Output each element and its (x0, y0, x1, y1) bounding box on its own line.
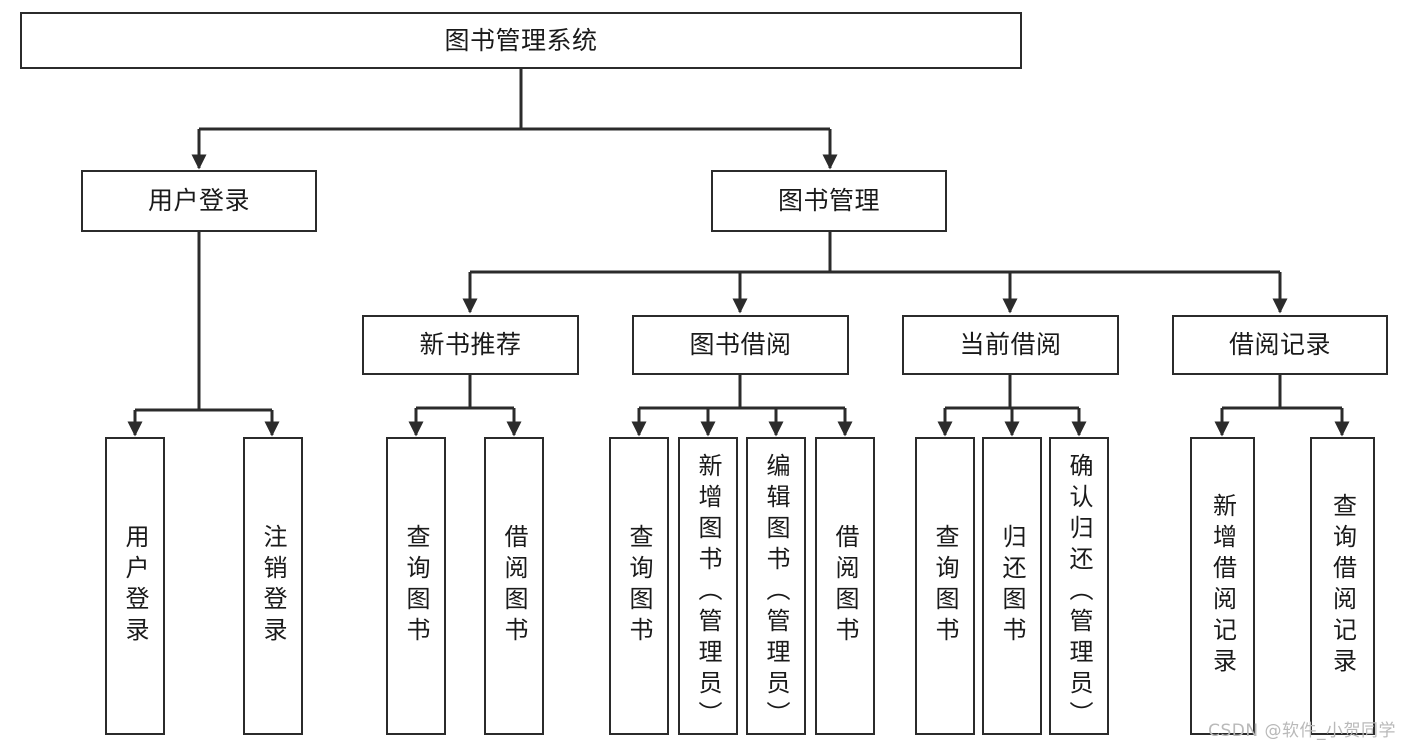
leaf-borrow-book-label: 借阅图书 (831, 524, 859, 648)
node-user-login-label: 用户登录 (147, 186, 250, 216)
leaf-confirm-return-admin-label: 确认归还（管理员） (1065, 453, 1093, 732)
node-root[interactable]: 图书管理系统 (20, 12, 1022, 69)
leaf-query-book-current-label: 查询图书 (931, 524, 959, 648)
leaf-query-book-recommend[interactable]: 查询图书 (386, 437, 446, 735)
leaf-borrow-book[interactable]: 借阅图书 (815, 437, 875, 735)
node-book-borrow-label: 图书借阅 (689, 330, 792, 360)
leaf-borrow-book-recommend[interactable]: 借阅图书 (484, 437, 544, 735)
leaf-edit-book-admin[interactable]: 编辑图书（管理员） (746, 437, 806, 735)
node-book-management-label: 图书管理 (777, 186, 880, 216)
node-book-borrow[interactable]: 图书借阅 (632, 315, 849, 375)
node-book-management[interactable]: 图书管理 (711, 170, 947, 232)
node-borrow-records-label: 借阅记录 (1228, 330, 1331, 360)
node-root-label: 图书管理系统 (444, 25, 598, 55)
leaf-return-book-label: 归还图书 (998, 524, 1026, 648)
leaf-confirm-return-admin[interactable]: 确认归还（管理员） (1049, 437, 1109, 735)
leaf-user-login-label: 用户登录 (121, 524, 149, 648)
leaf-add-borrow-record[interactable]: 新增借阅记录 (1190, 437, 1255, 735)
leaf-edit-book-admin-label: 编辑图书（管理员） (762, 453, 790, 732)
node-new-book-recommend[interactable]: 新书推荐 (362, 315, 579, 375)
leaf-query-borrow-record-label: 查询借阅记录 (1328, 493, 1357, 679)
watermark: CSDN @软件_小贺同学 (1208, 721, 1396, 741)
node-current-borrow-label: 当前借阅 (959, 330, 1062, 360)
leaf-logout-login[interactable]: 注销登录 (243, 437, 303, 735)
leaf-add-book-admin-label: 新增图书（管理员） (694, 453, 722, 732)
leaf-query-book-borrow-label: 查询图书 (625, 524, 653, 648)
node-borrow-records[interactable]: 借阅记录 (1172, 315, 1388, 375)
node-new-book-recommend-label: 新书推荐 (419, 330, 522, 360)
leaf-return-book[interactable]: 归还图书 (982, 437, 1042, 735)
leaf-query-book-borrow[interactable]: 查询图书 (609, 437, 669, 735)
node-current-borrow[interactable]: 当前借阅 (902, 315, 1119, 375)
leaf-query-book-current[interactable]: 查询图书 (915, 437, 975, 735)
leaf-logout-login-label: 注销登录 (259, 524, 287, 648)
leaf-add-book-admin[interactable]: 新增图书（管理员） (678, 437, 738, 735)
leaf-query-borrow-record[interactable]: 查询借阅记录 (1310, 437, 1375, 735)
leaf-borrow-book-recommend-label: 借阅图书 (500, 524, 528, 648)
leaf-add-borrow-record-label: 新增借阅记录 (1208, 493, 1237, 679)
node-user-login[interactable]: 用户登录 (81, 170, 317, 232)
leaf-user-login[interactable]: 用户登录 (105, 437, 165, 735)
leaf-query-book-recommend-label: 查询图书 (402, 524, 430, 648)
